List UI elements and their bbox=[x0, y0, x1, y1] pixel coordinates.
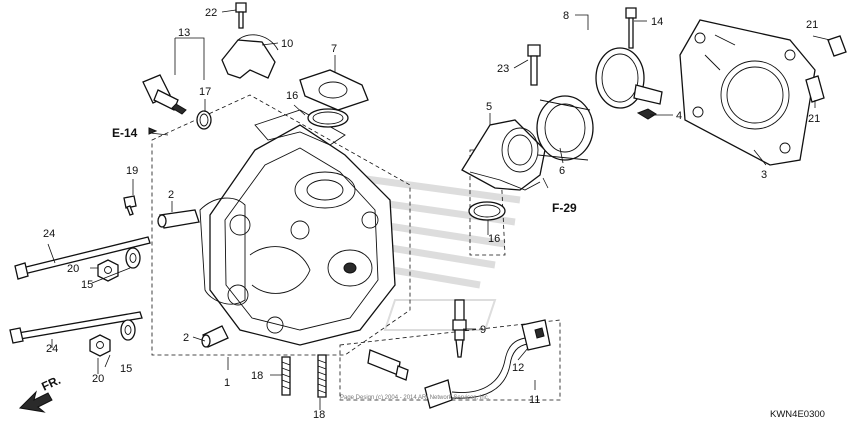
callout-18-right: 18 bbox=[313, 409, 325, 421]
callout-2-lower: 2 bbox=[183, 332, 189, 344]
callout-7: 7 bbox=[331, 43, 337, 55]
front-direction-arrow bbox=[18, 390, 53, 413]
callout-12: 12 bbox=[512, 362, 524, 374]
callout-6: 6 bbox=[559, 165, 565, 177]
sensor-bracket[interactable] bbox=[221, 34, 279, 79]
reference-e14: E-14 bbox=[112, 126, 138, 140]
callout-8: 8 bbox=[563, 10, 569, 22]
bolt-23[interactable] bbox=[527, 44, 541, 86]
intake-insulator[interactable] bbox=[461, 119, 546, 191]
o-ring-17[interactable] bbox=[196, 110, 212, 130]
spark-plug[interactable] bbox=[452, 299, 467, 358]
dowel-pin-21-upper[interactable] bbox=[827, 35, 847, 57]
washer-upper[interactable] bbox=[125, 247, 141, 269]
reference-f29: F-29 bbox=[552, 201, 577, 215]
washer-lower[interactable] bbox=[120, 319, 136, 341]
bolt-22[interactable] bbox=[235, 2, 247, 29]
callout-16-lower: 16 bbox=[488, 233, 500, 245]
callout-23: 23 bbox=[497, 63, 509, 75]
insulator-gasket[interactable] bbox=[299, 69, 369, 111]
nut-lower[interactable] bbox=[89, 334, 111, 357]
cylinder-head-assembly-box bbox=[151, 94, 411, 356]
callout-24-lower: 24 bbox=[46, 343, 58, 355]
callout-20-upper: 20 bbox=[67, 263, 79, 275]
callout-1: 1 bbox=[224, 377, 230, 389]
callout-20-lower: 20 bbox=[92, 373, 104, 385]
callout-11: 11 bbox=[529, 394, 540, 406]
copyright-notice: Page Design (c) 2004 - 2014 ARI Network … bbox=[340, 395, 490, 401]
callout-18-left: 18 bbox=[251, 370, 263, 382]
callout-2-upper: 2 bbox=[168, 189, 174, 201]
callout-19: 19 bbox=[126, 165, 138, 177]
dowel-pin-lower[interactable] bbox=[201, 325, 229, 348]
hose-band[interactable] bbox=[595, 47, 663, 109]
band-screw-14[interactable] bbox=[625, 7, 637, 49]
front-label: FR. bbox=[39, 373, 62, 394]
dowel-pin-21-lower[interactable] bbox=[805, 75, 825, 103]
stud-bolt-upper[interactable] bbox=[14, 236, 151, 280]
stud-bolt-lower[interactable] bbox=[9, 311, 143, 344]
nut-upper[interactable] bbox=[97, 259, 119, 282]
cylinder-head[interactable] bbox=[199, 109, 396, 346]
harness-assembly-box bbox=[339, 319, 561, 401]
callout-4: 4 bbox=[676, 110, 682, 122]
callout-13: 13 bbox=[178, 27, 190, 39]
callout-15-lower: 15 bbox=[120, 363, 132, 375]
callout-5: 5 bbox=[486, 101, 492, 113]
dowel-pin-upper[interactable] bbox=[157, 209, 200, 229]
callout-9: 9 bbox=[480, 324, 486, 336]
callout-21-upper: 21 bbox=[806, 19, 818, 31]
o-ring-16-lower[interactable] bbox=[468, 201, 506, 221]
stud-bolt-18-left[interactable] bbox=[281, 356, 291, 396]
joint-assembly-box bbox=[469, 149, 506, 256]
sensor-harness[interactable] bbox=[367, 337, 529, 409]
callout-10: 10 bbox=[281, 38, 293, 50]
callout-3: 3 bbox=[761, 169, 767, 181]
callout-22: 22 bbox=[205, 7, 217, 19]
callout-16-upper: 16 bbox=[286, 90, 298, 102]
callout-labels: 1 2 2 3 4 5 6 7 8 9 10 11 12 13 14 15 15… bbox=[43, 7, 820, 421]
nut-4[interactable] bbox=[636, 108, 657, 120]
cylinder-gasket[interactable] bbox=[679, 19, 816, 166]
leader-lines bbox=[47, 9, 831, 410]
diagram-code: KWN4E0300 bbox=[770, 409, 825, 420]
stud-bolt-18-right[interactable] bbox=[317, 354, 327, 398]
callout-14: 14 bbox=[651, 16, 663, 28]
callout-21-lower: 21 bbox=[808, 113, 820, 125]
callout-24-upper: 24 bbox=[43, 228, 55, 240]
callout-17: 17 bbox=[199, 86, 211, 98]
flange-bolt-19[interactable] bbox=[123, 195, 137, 216]
callout-15-upper: 15 bbox=[81, 279, 93, 291]
intake-joint[interactable] bbox=[536, 95, 594, 161]
temperature-sensor[interactable] bbox=[142, 74, 187, 115]
o-ring-16-upper[interactable] bbox=[307, 108, 349, 128]
harness-connector[interactable] bbox=[521, 319, 551, 351]
